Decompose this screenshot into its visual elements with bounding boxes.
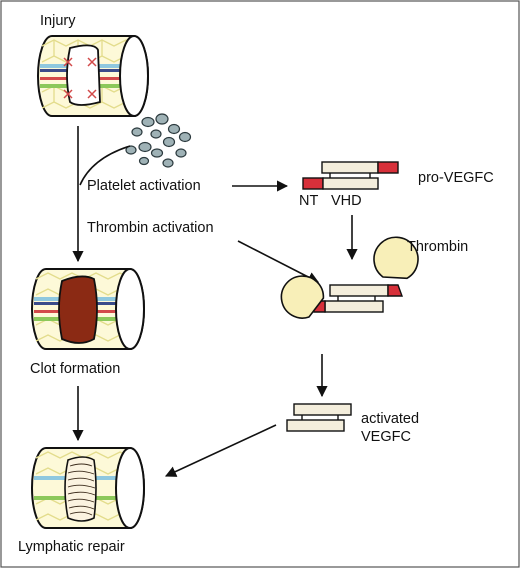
injury-label: Injury bbox=[40, 13, 76, 29]
nt-label: NT bbox=[299, 193, 318, 209]
platelets bbox=[125, 113, 192, 168]
thrombin-enzyme-top bbox=[373, 236, 419, 280]
pro-vegfc-dimer bbox=[302, 161, 399, 190]
wound-gap bbox=[66, 44, 101, 106]
injury-ruptures bbox=[63, 57, 97, 99]
vhd-label: VHD bbox=[331, 193, 362, 209]
repair-tissue bbox=[64, 456, 97, 522]
clot-formation-label: Clot formation bbox=[30, 361, 120, 377]
pro-vegfc-label: pro-VEGFC bbox=[418, 170, 494, 186]
clot-vessel bbox=[31, 268, 145, 350]
blood-clot bbox=[58, 275, 98, 344]
activated-label-line1: activated bbox=[361, 411, 419, 427]
activated-label-line2: VEGFC bbox=[361, 429, 411, 445]
thrombin-activation-label: Thrombin activation bbox=[87, 220, 214, 236]
repair-fibers bbox=[67, 463, 96, 516]
repaired-vessel bbox=[31, 447, 145, 529]
thrombin-enzyme-bottom bbox=[280, 275, 325, 319]
injured-vessel bbox=[37, 35, 149, 117]
platelet-activation-label: Platelet activation bbox=[87, 178, 201, 194]
platelet-merge-curve bbox=[79, 145, 131, 186]
lymphatic-repair-label: Lymphatic repair bbox=[18, 539, 125, 555]
thrombin-label: Thrombin bbox=[407, 239, 468, 255]
arrow-vegfc-to-repair bbox=[164, 424, 277, 477]
arrow-thrombin-to-cleavage bbox=[237, 240, 319, 283]
activated-vegfc-dimer bbox=[286, 403, 352, 432]
